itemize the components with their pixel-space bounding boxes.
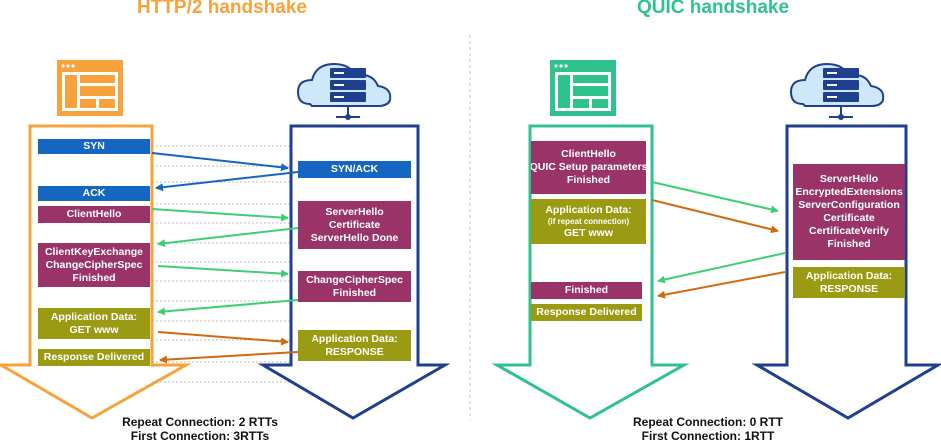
quic-browser-window-icon — [550, 60, 616, 116]
quic-client-hello-line-2: QUIC Setup parameters — [531, 161, 646, 173]
http2-change-cipher-arrow — [157, 299, 299, 316]
quic-client-hello-line-1: ClientHello — [561, 148, 616, 160]
http2-client-hello-box: ClientHello — [38, 206, 150, 223]
http2-server-hello-line-3: ServerHello Done — [310, 231, 399, 244]
http2-server-hello-line-2: Certificate — [328, 218, 381, 231]
quic-server-app-data-box: Application Data: RESPONSE — [793, 267, 905, 298]
http2-client-timeline-arrow — [0, 124, 192, 420]
http2-change-cipher-line-1: ChangeCipherSpec — [306, 273, 403, 286]
quic-client-hello-arrow — [651, 181, 779, 214]
http2-server-hello-line-1: ServerHello — [325, 205, 384, 218]
quic-client-app-data-title: Application Data: — [545, 203, 632, 216]
http2-repeat-connection: Repeat Connection: 2 RTTs — [122, 415, 278, 429]
http2-client-app-data-line-1: Application Data: — [50, 310, 138, 323]
quic-server-hello-arrow — [657, 252, 786, 284]
quic-first-connection: First Connection: 1RTT — [641, 429, 775, 443]
quic-server-app-data-line-2: RESPONSE — [819, 282, 879, 295]
quic-repeat-connection: Repeat Connection: 0 RTT — [632, 415, 783, 429]
http2-syn-arrow — [151, 152, 289, 172]
http2-syn-ack-arrow — [155, 171, 299, 192]
http2-key-exchange-line-2: ChangeCipherSpec — [45, 258, 143, 271]
http2-response-delivered-label: Response Delivered — [43, 351, 145, 363]
http2-server-hello-box: ServerHello Certificate ServerHello Done — [298, 201, 411, 249]
http2-cloud-server-icon — [296, 62, 392, 120]
quic-client-app-data-note: (if repeat connection) — [547, 216, 630, 226]
http2-server-hello-arrow — [157, 227, 299, 248]
quic-server-hello-line-6: Finished — [827, 238, 871, 250]
quic-finished-label: Finished — [564, 284, 609, 296]
quic-cloud-server-icon — [789, 62, 885, 120]
http2-key-exchange-box: ClientKeyExchange ChangeCipherSpec Finis… — [38, 243, 150, 287]
http2-server-app-data-line-2: RESPONSE — [325, 345, 384, 358]
http2-first-connection: First Connection: 3RTTs — [130, 429, 270, 443]
http2-client-app-data-box: Application Data: GET www — [38, 308, 150, 339]
http2-client-hello-label: ClientHello — [66, 208, 122, 220]
http2-response-delivered-box: Response Delivered — [38, 349, 150, 366]
quic-server-hello-line-1: ServerHello — [819, 173, 879, 185]
http2-key-exchange-line-1: ClientKeyExchange — [44, 245, 144, 258]
quic-response-delivered-box: Response Delivered — [531, 304, 642, 321]
quic-server-hello-line-4: Certificate — [823, 212, 875, 224]
http2-get-arrow — [157, 331, 289, 346]
http2-change-cipher-box: ChangeCipherSpec Finished — [298, 271, 411, 302]
quic-server-hello-line-5: CertificateVerify — [809, 225, 889, 237]
http2-response-arrow — [159, 351, 299, 364]
quic-get-arrow — [651, 199, 779, 234]
quic-server-hello-line-3: ServerConfiguration — [798, 199, 900, 211]
quic-client-hello-line-3: Finished — [566, 174, 611, 186]
quic-server-hello-box: ServerHello EncryptedExtensions ServerCo… — [793, 164, 905, 260]
http2-client-hello-arrow — [151, 208, 289, 222]
http2-key-exchange-line-3: Finished — [72, 271, 116, 284]
quic-finished-box: Finished — [531, 282, 642, 299]
http2-server-app-data-line-1: Application Data: — [311, 332, 398, 345]
quic-client-app-data-get: GET www — [563, 226, 613, 239]
http2-ack-box: ACK — [38, 186, 150, 201]
http2-title: HTTP/2 handshake — [137, 0, 307, 18]
http2-syn-label: SYN — [83, 140, 105, 152]
quic-server-app-data-line-1: Application Data: — [805, 269, 893, 282]
http2-syn-ack-label: SYN/ACK — [330, 163, 379, 175]
quic-response-delivered-label: Response Delivered — [536, 306, 637, 318]
quic-response-arrow — [657, 271, 786, 299]
quic-footer: Repeat Connection: 0 RTT First Connectio… — [618, 415, 798, 443]
http2-server-timeline-arrow — [257, 124, 451, 420]
http2-change-cipher-line-2: Finished — [332, 286, 377, 299]
quic-server-timeline-arrow — [751, 124, 941, 420]
http2-syn-box: SYN — [38, 139, 150, 154]
http2-key-exchange-arrow — [157, 265, 289, 278]
http2-browser-window-icon — [57, 60, 123, 116]
quic-title: QUIC handshake — [637, 0, 790, 18]
http2-footer: Repeat Connection: 2 RTTs First Connecti… — [110, 415, 290, 443]
quic-client-hello-box: ClientHello QUIC Setup parameters Finish… — [531, 141, 646, 194]
http2-client-app-data-line-2: GET www — [69, 323, 119, 336]
http2-ack-label: ACK — [82, 187, 106, 199]
quic-client-app-data-box: Application Data: (if repeat connection)… — [531, 199, 646, 244]
quic-client-timeline-arrow — [491, 124, 690, 420]
http2-guide-lines — [152, 145, 290, 383]
quic-server-hello-line-2: EncryptedExtensions — [795, 186, 903, 198]
http2-server-app-data-box: Application Data: RESPONSE — [298, 330, 411, 361]
http2-syn-ack-box: SYN/ACK — [298, 161, 411, 178]
